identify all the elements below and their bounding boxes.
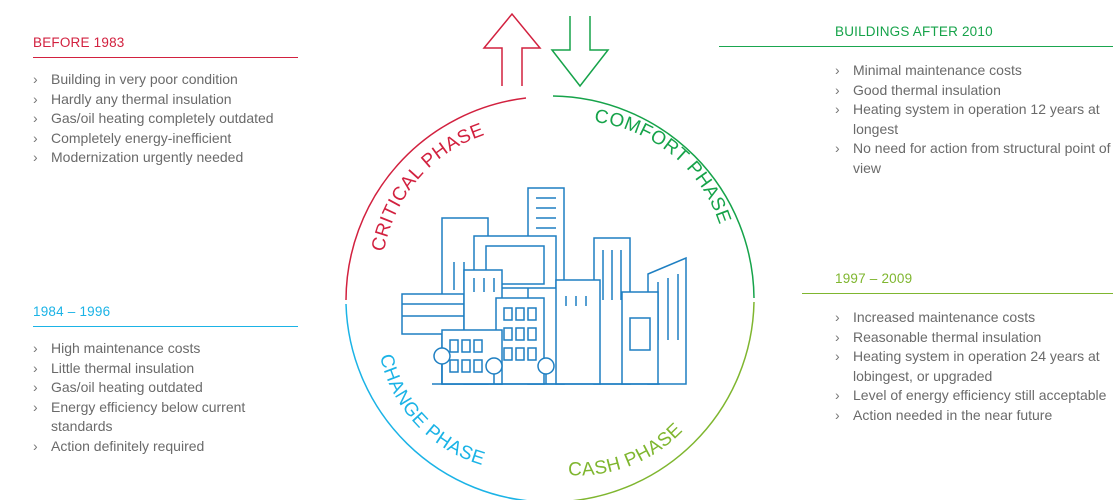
list-item: ›Good thermal insulation: [835, 81, 1113, 101]
bullet-marker: ›: [835, 387, 840, 404]
bullet-marker: ›: [33, 340, 38, 356]
list-item: ›Increased maintenance costs: [835, 308, 1113, 328]
bullet-marker: ›: [33, 359, 38, 376]
arrow-down-icon: [550, 16, 610, 88]
critical-arc: [345, 97, 527, 301]
phase-cash-label: CASH PHASE: [568, 419, 687, 480]
bullet-list: ›High maintenance costs ›Little thermal …: [33, 339, 298, 457]
bullet-marker: ›: [835, 62, 840, 78]
bullet-marker: ›: [835, 328, 840, 345]
panel-1997-2009: 1997 – 2009 ›Increased maintenance costs…: [802, 271, 1113, 426]
panel-title: 1984 – 1996: [33, 304, 111, 319]
list-item: ›Reasonable thermal insulation: [835, 328, 1113, 348]
arrow-up-icon: [482, 12, 542, 86]
bullet-marker: ›: [835, 406, 840, 423]
list-item: ›Gas/oil heating completely outdated: [33, 109, 298, 129]
bullet-marker: ›: [835, 101, 840, 118]
list-item: ›Completely energy-inefficient: [33, 129, 298, 149]
bullet-list: ›Building in very poor condition ›Hardly…: [33, 70, 298, 168]
comfort-arc: [552, 95, 755, 299]
bullet-marker: ›: [33, 90, 38, 107]
city-buildings-icon: [401, 187, 687, 385]
panel-title: BUILDINGS AFTER 2010: [835, 24, 993, 39]
list-item: ›Heating system in operation 24 years at…: [835, 348, 1100, 384]
cash-arc: [572, 301, 755, 500]
list-item: ›Action needed in the near future: [835, 406, 1113, 426]
list-item: ›Modernization urgently needed: [33, 148, 298, 168]
list-item: ›Energy efficiency below current standar…: [33, 398, 246, 435]
divider: [33, 326, 298, 327]
bullet-marker: ›: [33, 129, 38, 146]
phase-comfort-label: COMFORT PHASE: [593, 106, 735, 227]
bullet-marker: ›: [33, 71, 38, 87]
list-item: ›Level of energy efficiency still accept…: [835, 386, 1113, 406]
divider: [802, 293, 1113, 294]
panel-title: 1997 – 2009: [835, 271, 913, 286]
list-item: ›Building in very poor condition: [33, 70, 298, 90]
bullet-marker: ›: [33, 379, 38, 396]
panel-buildings-after-2010: BUILDINGS AFTER 2010 ›Minimal maintenanc…: [719, 24, 1113, 179]
bullet-marker: ›: [835, 309, 840, 325]
list-item: ›Heating system in operation 12 years at…: [835, 101, 1100, 137]
list-item: ›High maintenance costs: [33, 339, 298, 359]
bullet-marker: ›: [835, 81, 840, 98]
list-item: ›Gas/oil heating outdated: [33, 378, 298, 398]
panel-title: BEFORE 1983: [33, 35, 125, 50]
bullet-marker: ›: [835, 140, 840, 157]
list-item: ›Minimal maintenance costs: [835, 61, 1113, 81]
list-item: ›No need for action from structural poin…: [835, 140, 1111, 176]
bullet-list: ›Increased maintenance costs ›Reasonable…: [835, 308, 1113, 426]
bullet-marker: ›: [33, 149, 38, 166]
bullet-marker: ›: [33, 398, 38, 415]
panel-1984-1996: 1984 – 1996 ›High maintenance costs ›Lit…: [33, 304, 298, 457]
bullet-marker: ›: [33, 110, 38, 127]
divider: [719, 46, 1113, 47]
bullet-marker: ›: [33, 437, 38, 454]
list-item: ›Little thermal insulation: [33, 359, 298, 379]
panel-before-1983: BEFORE 1983 ›Building in very poor condi…: [33, 35, 298, 168]
divider: [33, 57, 298, 58]
list-item: ›Action definitely required: [33, 437, 298, 457]
list-item: ›Hardly any thermal insulation: [33, 90, 298, 110]
bullet-marker: ›: [835, 348, 840, 365]
bullet-list: ›Minimal maintenance costs ›Good thermal…: [835, 61, 1113, 179]
change-arc: [345, 303, 528, 500]
